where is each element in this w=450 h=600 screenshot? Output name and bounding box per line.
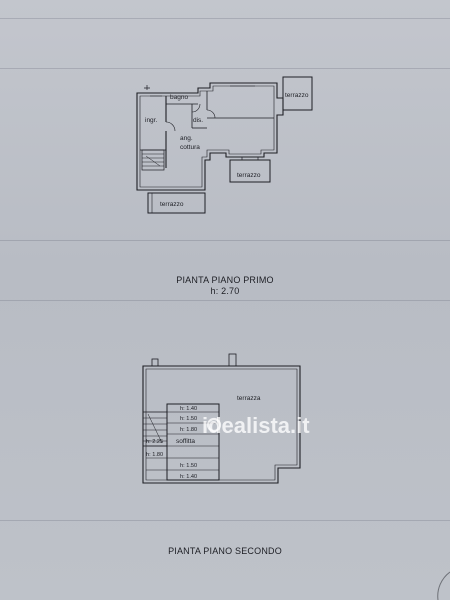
- room-label-ingresso: ingr.: [145, 117, 157, 124]
- height-label-180-left: h: 1.80: [146, 452, 163, 458]
- height-label-150-bottom: h: 1.50: [180, 463, 197, 469]
- first-floor-plan: [136, 76, 313, 214]
- first-floor-outer-wall: [136, 82, 284, 191]
- room-label-terrazzo-mid: terrazzo: [237, 172, 261, 179]
- room-label-disimpegno: dis.: [193, 117, 203, 124]
- room-label-terrazzo-bottom: terrazzo: [160, 201, 184, 208]
- caption-second-floor: PIANTA PIANO SECONDO: [168, 546, 282, 556]
- height-label-150-top: h: 1.50: [180, 416, 197, 422]
- second-floor-outer-wall: [142, 365, 301, 484]
- room-label-soffitta: soffitta: [176, 438, 195, 445]
- room-label-cottura: cottura: [180, 144, 200, 151]
- room-label-angolo: ang.: [180, 135, 193, 142]
- height-label-225: h: 2.25: [146, 439, 163, 445]
- paper-line: [0, 240, 450, 241]
- paper-line: [0, 300, 450, 301]
- room-label-terrazza: terrazza: [237, 395, 261, 402]
- paper-line: [0, 18, 450, 19]
- paper-line: [0, 520, 450, 521]
- room-label-terrazzo-right: terrazzo: [285, 92, 309, 99]
- paper-line: [0, 68, 450, 69]
- watermark-text: idealista.it: [202, 413, 310, 438]
- caption-first-floor: PIANTA PIANO PRIMO: [176, 275, 274, 285]
- height-label-140-bottom: h: 1.40: [180, 474, 197, 480]
- height-label-140-top: h: 1.40: [180, 406, 197, 412]
- corner-mark: [437, 571, 450, 600]
- watermark-logo: idealista.it: [202, 413, 310, 438]
- height-label-180-top: h: 1.80: [180, 427, 197, 433]
- room-label-bagno: bagno: [170, 94, 188, 101]
- caption-first-floor-height: h: 2.70: [210, 286, 240, 296]
- second-floor-plan: [142, 353, 301, 484]
